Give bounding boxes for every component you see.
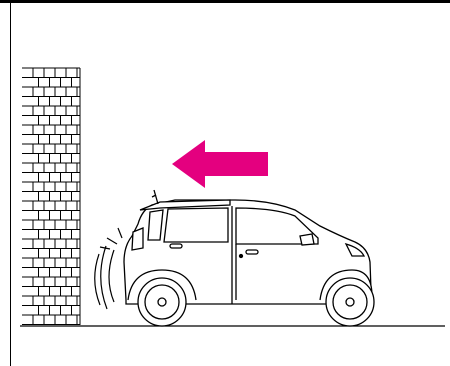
direction-arrow-icon bbox=[172, 140, 268, 188]
front-wheel bbox=[326, 278, 374, 326]
brick-wall-icon bbox=[22, 68, 80, 325]
rear-wheel bbox=[138, 278, 186, 326]
sound-wave-icon bbox=[95, 228, 122, 309]
